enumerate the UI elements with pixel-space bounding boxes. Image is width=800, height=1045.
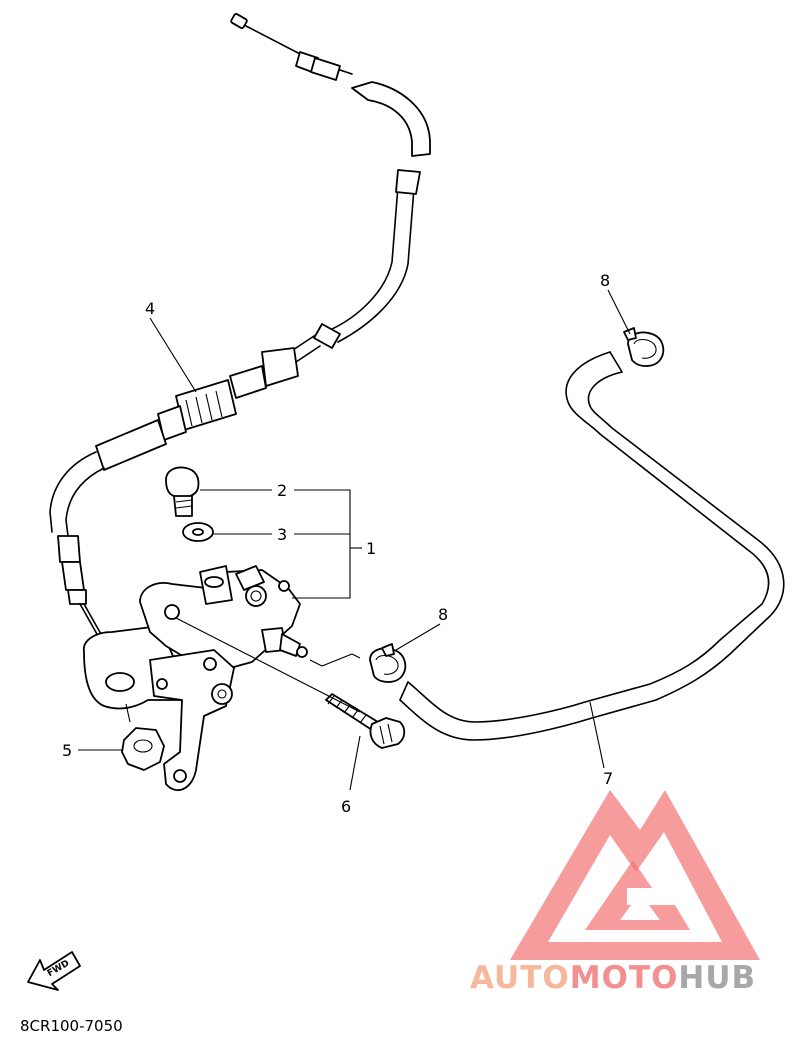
nut-part-5: [121, 727, 165, 771]
clip-part-8-upper: [623, 327, 665, 367]
callout-2: 2: [277, 481, 287, 500]
callout-6: 6: [341, 797, 351, 816]
forward-arrow-icon: FWD: [27, 951, 81, 991]
callout-5: 5: [62, 741, 72, 760]
bolt-part-6: [175, 617, 406, 749]
cable-part-4: [49, 13, 431, 662]
clip-part-8-lower: [369, 643, 407, 683]
bolt-part-2: [165, 466, 200, 517]
callout-8-upper: 8: [600, 271, 610, 290]
watermark-hub: HUB: [678, 960, 756, 996]
callout-7: 7: [603, 769, 613, 788]
washer-part-3: [182, 522, 214, 542]
callout-4: 4: [145, 299, 155, 318]
callout-3: 3: [277, 525, 287, 544]
watermark-auto: AUTO: [470, 960, 570, 996]
leader-lines: [78, 289, 631, 791]
hose-part-7: [399, 351, 785, 741]
watermark-moto: MOTO: [570, 960, 679, 996]
watermark-logo-icon: [510, 790, 760, 960]
watermark-text: AUTOMOTOHUB: [470, 960, 756, 996]
oil-pump-part-1: [83, 565, 361, 792]
callout-8-lower: 8: [438, 605, 448, 624]
callout-1: 1: [366, 539, 376, 558]
diagram-code: 8CR100-7050: [20, 1017, 123, 1035]
